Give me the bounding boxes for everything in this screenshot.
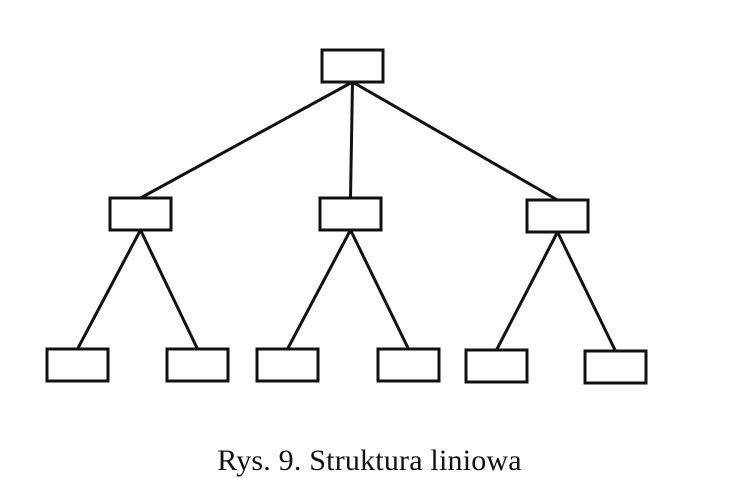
figure-caption: Rys. 9. Struktura liniowa	[217, 444, 522, 477]
node-leaf-4	[376, 347, 441, 383]
node-leaf-6	[583, 349, 648, 385]
edge-mid-2-leaf-3	[286, 228, 352, 351]
edges-layer	[76, 80, 617, 353]
node-leaf-2	[165, 347, 230, 383]
edge-mid-1-leaf-1	[76, 228, 142, 351]
edge-root-mid-3	[351, 80, 559, 202]
node-mid-2	[318, 196, 383, 232]
node-leaf-5	[464, 348, 529, 384]
node-mid-1	[108, 196, 173, 232]
edge-mid-1-leaf-2	[139, 228, 199, 351]
node-leaf-3	[255, 347, 320, 383]
edge-mid-3-leaf-5	[495, 230, 559, 352]
edge-root-mid-2	[349, 80, 354, 200]
nodes-layer	[45, 48, 648, 385]
edge-root-mid-1	[139, 80, 354, 200]
node-root	[320, 48, 385, 84]
edge-mid-3-leaf-6	[556, 230, 617, 353]
node-mid-3	[525, 198, 590, 234]
node-leaf-1	[45, 347, 110, 383]
edge-mid-2-leaf-4	[349, 228, 410, 351]
